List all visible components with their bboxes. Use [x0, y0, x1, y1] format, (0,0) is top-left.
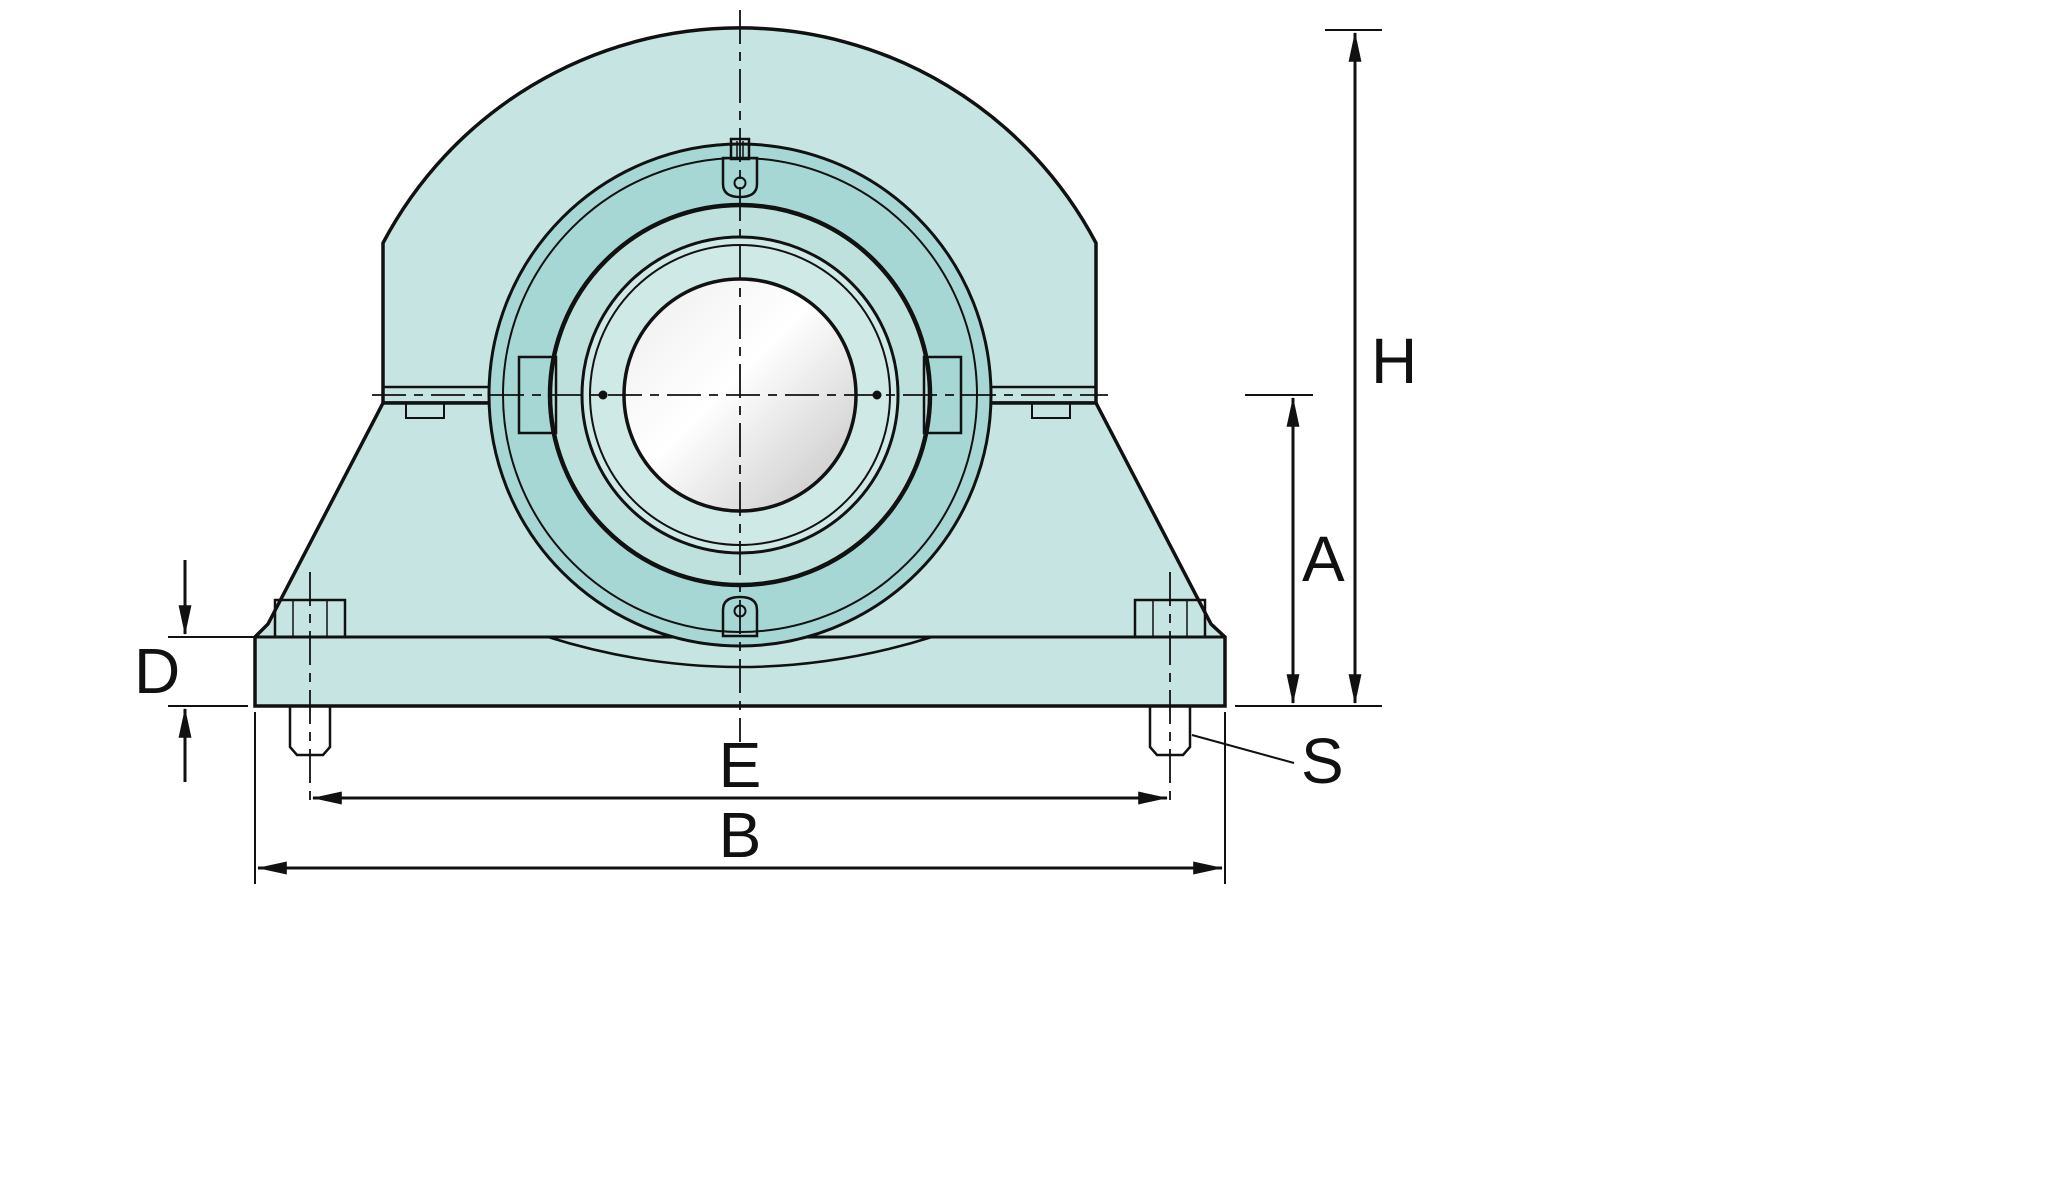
centerlines — [309, 10, 1171, 808]
dimension-label-S: S — [1301, 725, 1344, 797]
dimension-H: H — [1235, 29, 1417, 707]
dimension-label-H: H — [1371, 325, 1417, 397]
base-lug-bottom — [721, 595, 759, 638]
dimension-label-D: D — [134, 635, 180, 707]
dimension-D: D — [134, 560, 254, 782]
lubrication-hole-left — [598, 390, 608, 400]
cap-flange-step-right — [1031, 402, 1071, 419]
dimension-A: A — [1245, 394, 1345, 705]
cap-flange-step-left — [405, 402, 445, 419]
stud-right — [1148, 704, 1192, 757]
dimension-label-E: E — [719, 729, 762, 801]
dimension-label-A: A — [1302, 523, 1345, 595]
leader-line-S — [1191, 734, 1295, 764]
dimension-B: B — [254, 712, 1226, 884]
callout-S: S — [1191, 725, 1344, 797]
dimension-label-B: B — [719, 799, 762, 871]
dimension-E: E — [311, 729, 1169, 805]
stud-left — [288, 704, 332, 757]
